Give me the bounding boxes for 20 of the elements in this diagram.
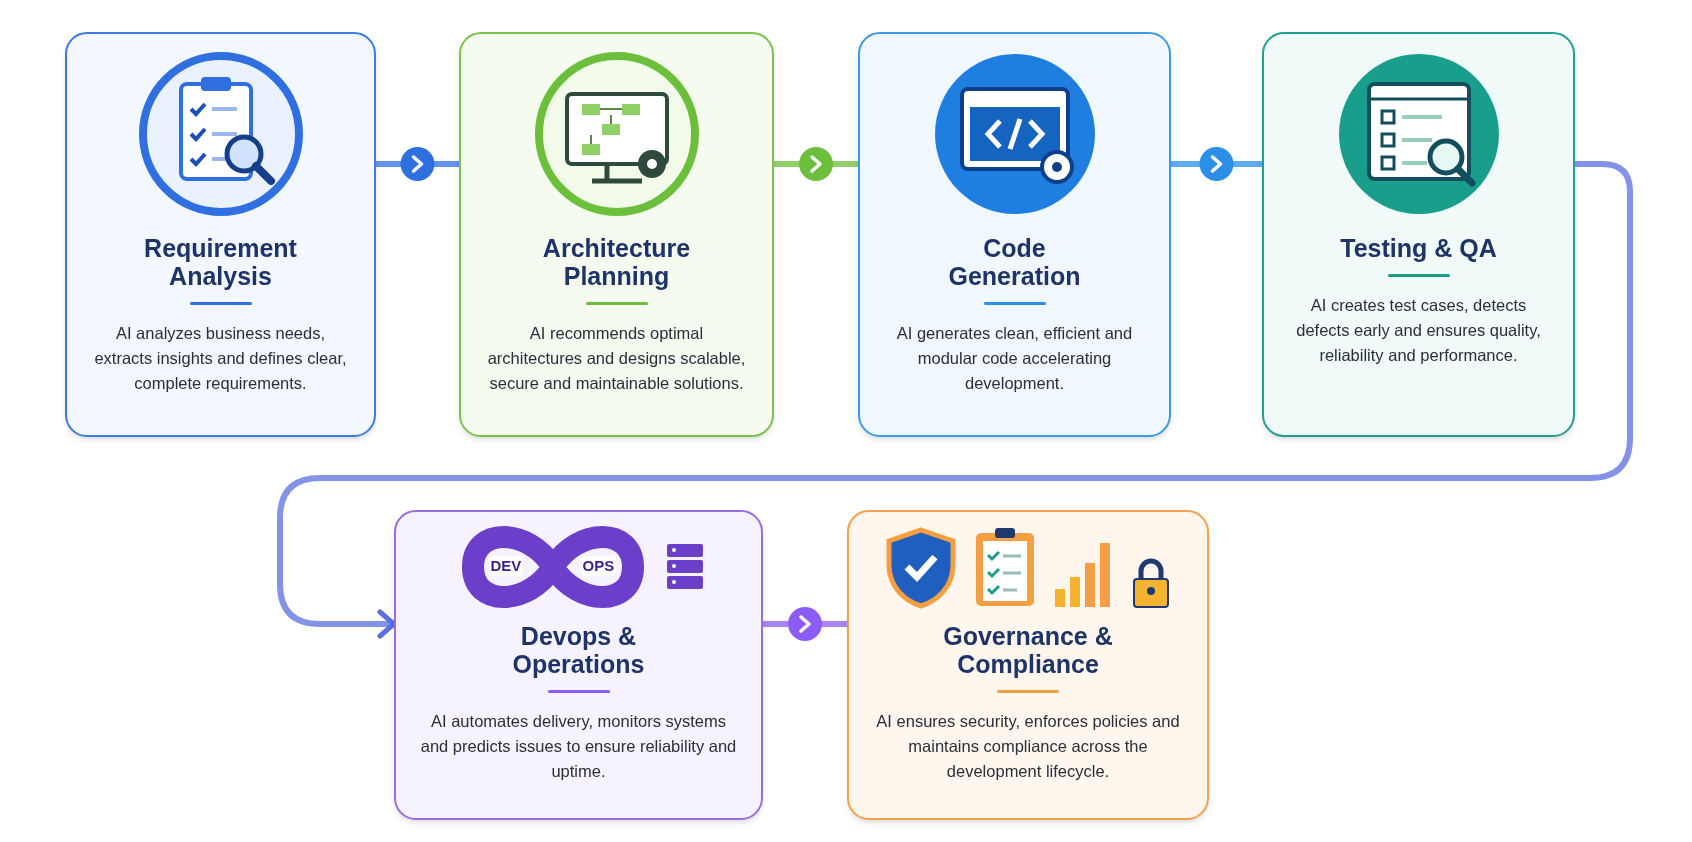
step-card xyxy=(847,510,1209,820)
step-title: Governance & Compliance xyxy=(942,622,1114,678)
step-description: AI creates test cases, detects defects early and ensures quality, reliability and performance. xyxy=(1295,295,1542,366)
step-title: Requirement Analysis xyxy=(143,234,298,290)
step-card xyxy=(65,32,376,437)
step-card xyxy=(459,32,774,437)
step-description: AI automates delivery, monitors systems and predicts issues to ensure reliability and uptime. xyxy=(419,711,738,782)
step-title: Code Generation xyxy=(947,234,1082,290)
step-description: AI analyzes business needs, extracts insights and defines clear, complete requirements. xyxy=(93,323,348,394)
step-card xyxy=(1262,32,1575,437)
step-title: Architecture Planning xyxy=(541,234,692,290)
infinity-label: OPS xyxy=(580,556,617,576)
step-description: AI recommends optimal architectures and designs scalable, secure and maintainable solutions. xyxy=(486,323,747,394)
step-title: Devops & Operations xyxy=(511,622,646,678)
step-description: AI ensures security, enforces policies and maintains compliance across the development lifecycle. xyxy=(875,711,1181,782)
infinity-label: DEV xyxy=(488,556,524,576)
step-card xyxy=(858,32,1171,437)
step-description: AI generates clean, efficient and modular code accelerating development. xyxy=(895,323,1134,394)
step-card xyxy=(394,510,763,820)
step-title: Testing & QA xyxy=(1339,234,1498,262)
